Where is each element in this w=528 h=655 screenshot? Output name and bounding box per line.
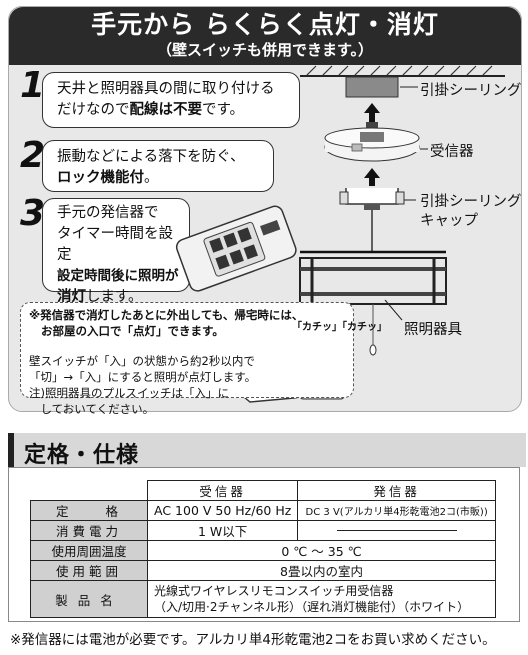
temp-value: 0 ℃ ～ 35 ℃	[147, 540, 496, 561]
click-label: 「カチッ」「カチッ」	[292, 322, 387, 333]
banner-title: 手元から らくらく点灯・消灯	[91, 10, 439, 39]
note-body-4: しておいてください。	[29, 402, 155, 416]
row-range-label: 使用範囲	[30, 560, 148, 581]
step-2-number: 2	[20, 135, 46, 176]
note-body-1: 壁スイッチが「入」の状態から約2秒以内で	[29, 354, 255, 368]
table-row: 使用範囲 8畳以内の室内	[30, 560, 496, 581]
step-3-number: 3	[20, 193, 46, 234]
table-cell-empty	[30, 480, 148, 501]
step-1-box: 天井と照明器具の間に取り付ける だけなので配線は不要です。	[42, 72, 300, 128]
product-line1: 光線式ワイヤレスリモコンスイッチ用受信器	[154, 584, 394, 598]
table-row: 使用周囲温度 0 ℃ ～ 35 ℃	[30, 540, 496, 561]
rating-receiver: AC 100 V 50 Hz/60 Hz	[146, 500, 299, 521]
product-value: 光線式ワイヤレスリモコンスイッチ用受信器 （入/切用·2チャンネル形）（遅れ消灯…	[147, 580, 496, 618]
row-rating-label: 定 格	[30, 500, 148, 521]
range-value: 8畳以内の室内	[147, 560, 496, 581]
row-power-label: 消費電力	[30, 520, 148, 541]
banner-subtitle: （壁スイッチも併用できます。）	[156, 41, 373, 59]
wall-switch-note: ※発信器で消灯したあとに外出しても、帰宅時には、 お部屋の入口で「点灯」できます…	[20, 302, 354, 416]
table-row: 製品名 光線式ワイヤレスリモコンスイッチ用受信器 （入/切用·2チャンネル形）（…	[30, 580, 496, 618]
step-3-line3: 設定時間後に照明が	[57, 268, 179, 284]
note-headline-1: ※発信器で消灯したあとに外出しても、帰宅時には、	[29, 308, 304, 322]
step-3-tail: します。	[86, 289, 143, 305]
spec-header	[8, 433, 526, 467]
spec-title: 定格・仕様	[24, 443, 140, 468]
battery-footnote: ※発信器には電池が必要です。アルカリ単4形乾電池2コをお買い求めください。	[10, 632, 496, 648]
step-3-line1: 手元の発信器で	[57, 205, 159, 221]
step-3-bold: 消灯	[57, 289, 86, 305]
callout-receiver: 受信器	[430, 144, 474, 160]
callout-ceiling-rosette: 引掛シーリング	[420, 83, 522, 99]
power-transmitter	[297, 520, 496, 541]
table-row: 受信器 発信器	[30, 480, 496, 501]
step-1-tail: です。	[202, 102, 245, 118]
callout-rosette-cap-line2: キャップ	[420, 213, 478, 229]
step-1-line1: 天井と照明器具の間に取り付ける	[57, 81, 275, 97]
spec-table: 受信器 発信器 定 格 AC 100 V 50 Hz/60 Hz DC 3 V(…	[30, 480, 496, 618]
spec-frame	[8, 467, 520, 622]
product-line2: （入/切用·2チャンネル形）（遅れ消灯機能付）（ホワイト）	[154, 600, 470, 614]
power-receiver: 1 W以下	[146, 520, 299, 541]
col-transmitter: 発信器	[297, 480, 496, 501]
step-1-number: 1	[20, 65, 46, 106]
callout-rosette-cap-line1: 引掛シーリング	[420, 194, 522, 210]
table-row: 消費電力 1 W以下	[30, 520, 496, 541]
step-2-tail: 。	[144, 170, 159, 186]
step-1-bold: 配線は不要	[129, 102, 203, 118]
step-2-line1: 振動などによる落下を防ぐ、	[57, 149, 245, 165]
feature-banner: 手元から らくらく点灯・消灯 （壁スイッチも併用できます。）	[9, 7, 521, 65]
row-temp-label: 使用周囲温度	[30, 540, 148, 561]
note-body-2: 「切」→「入」にすると照明が点灯します。	[29, 370, 257, 384]
step-1-text: だけなので	[57, 102, 130, 118]
rating-transmitter: DC 3 V(アルカリ単4形乾電池2コ(市販))	[297, 500, 496, 521]
step-1-line2: だけなので配線は不要です。	[57, 100, 289, 121]
step-2-bold: ロック機能付	[57, 170, 144, 186]
step-2-line2: ロック機能付。	[57, 168, 263, 189]
col-receiver: 受信器	[146, 480, 299, 501]
row-product-label: 製品名	[30, 580, 148, 618]
callout-fixture: 照明器具	[404, 322, 462, 338]
table-row: 定 格 AC 100 V 50 Hz/60 Hz DC 3 V(アルカリ単4形乾…	[30, 500, 496, 521]
step-2-box: 振動などによる落下を防ぐ、 ロック機能付。	[42, 140, 274, 192]
note-body-3: 注)照明器具のプルスイッチは「入」に	[29, 386, 229, 400]
step-3-line4: 消灯します。	[57, 287, 183, 308]
step-3-line2: タイマー時間を設定	[57, 226, 173, 263]
note-headline-2: お部屋の入口で「点灯」できます。	[41, 324, 224, 338]
